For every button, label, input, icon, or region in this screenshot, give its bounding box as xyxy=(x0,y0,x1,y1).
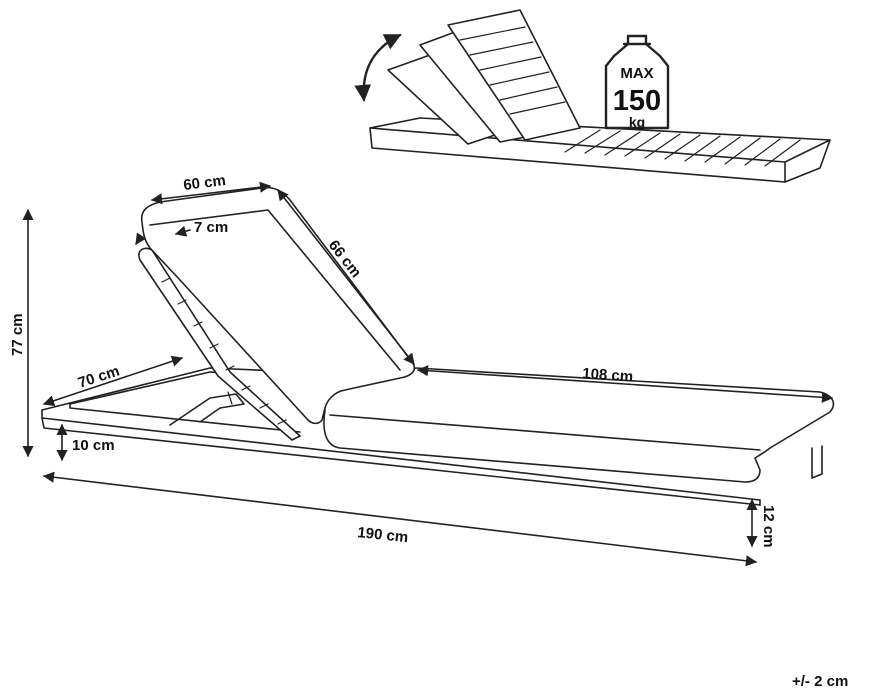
load-unit: kg xyxy=(629,114,645,130)
label-leg-height: 12 cm xyxy=(760,505,777,548)
dim-arrow-seat-length xyxy=(416,365,834,403)
dimension-arrows xyxy=(22,181,834,567)
inset-lounger-illustration: MAX 150 kg xyxy=(354,9,831,183)
dim-arrow-backrest-length xyxy=(277,189,415,365)
label-frame-height: 10 cm xyxy=(72,437,115,454)
label-tolerance: +/- 2 cm xyxy=(792,673,848,690)
weight-bottle-icon: MAX 150 kg xyxy=(604,34,670,130)
label-width: 70 cm xyxy=(76,362,122,391)
label-backrest-width: 60 cm xyxy=(182,172,226,194)
dim-arrow-backrest-thickness-b xyxy=(174,225,191,237)
label-total-length: 190 cm xyxy=(357,524,409,546)
dim-arrow-total-length xyxy=(42,471,758,567)
dim-arrow-backrest-thickness xyxy=(135,232,147,245)
dim-arrow-backrest-width xyxy=(150,181,272,205)
label-total-height: 77 cm xyxy=(9,313,26,356)
label-backrest-thickness: 7 cm xyxy=(194,219,228,236)
label-seat-length: 108 cm xyxy=(582,365,634,386)
curved-double-arrow-icon xyxy=(354,33,402,102)
load-max-label: MAX xyxy=(620,65,653,82)
dim-arrow-width xyxy=(42,355,184,407)
load-value: 150 xyxy=(613,85,661,117)
main-lounger-drawing xyxy=(41,186,835,506)
